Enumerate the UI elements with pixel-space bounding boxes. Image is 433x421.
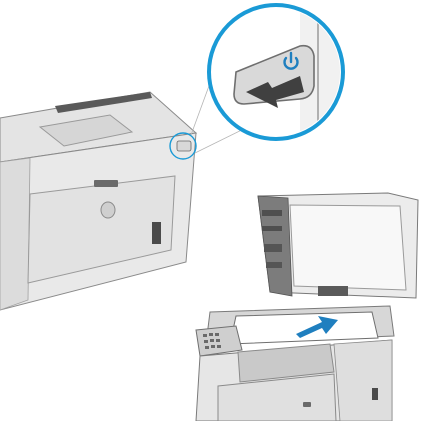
keypad	[203, 333, 221, 349]
mfp-side-slot	[372, 388, 378, 400]
printer-door-latch	[101, 202, 115, 218]
printer-side-panel	[0, 158, 30, 310]
scanner-lid-pad	[290, 205, 406, 290]
printer-front-view	[0, 92, 196, 310]
printer-power-button[interactable]	[177, 141, 191, 151]
usb-port	[303, 402, 311, 407]
document-sheet	[230, 312, 378, 344]
printer-vent-slot	[152, 222, 161, 244]
mfp-side-panel	[334, 340, 392, 421]
mfp-scanner-view	[196, 193, 418, 421]
printer-door-handle	[94, 180, 118, 187]
power-button-callout	[209, 0, 360, 160]
lid-hinge	[318, 286, 348, 296]
